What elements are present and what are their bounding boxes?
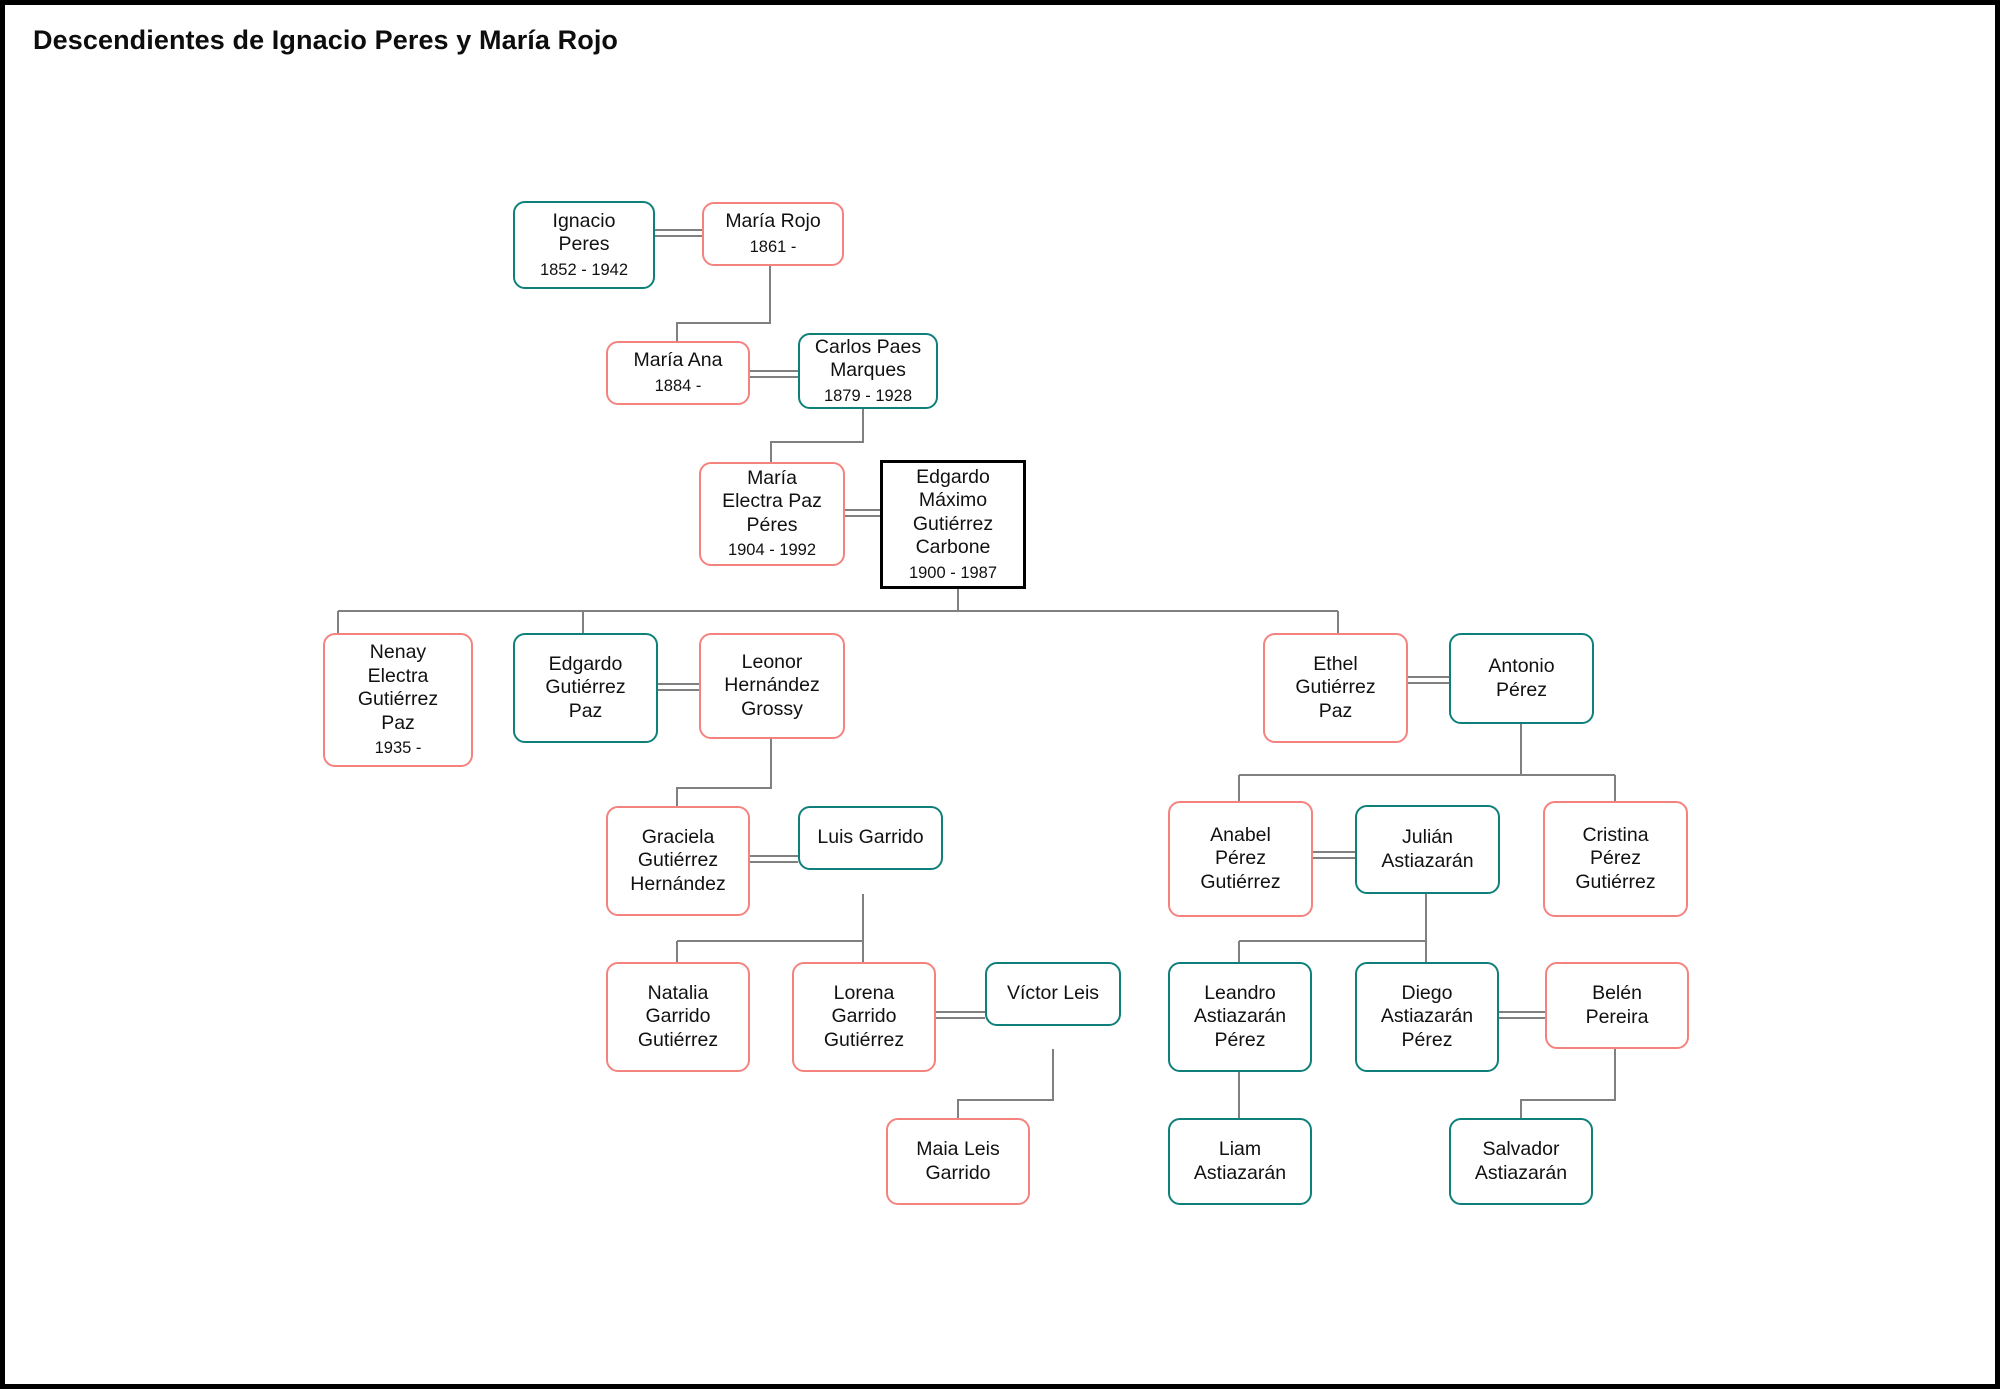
person-name: Cristina Pérez Gutiérrez (1575, 823, 1656, 893)
person-dates: 1884 - (654, 376, 702, 395)
child-link (957, 1049, 1054, 1118)
person-node-leonor-hernandez-grossy[interactable]: Leonor Hernández Grossy (699, 633, 845, 739)
person-dates: 1904 - 1992 (727, 541, 817, 560)
person-name: Belén Pereira (1585, 982, 1649, 1028)
person-node-julian-astiazaran[interactable]: Julián Astiazarán (1355, 805, 1500, 894)
person-name: Natalia Garrido Gutiérrez (637, 981, 719, 1051)
person-name: Nenay Electra Gutiérrez Paz (357, 641, 439, 734)
person-node-salvador-astiazaran[interactable]: Salvador Astiazarán (1449, 1118, 1593, 1205)
person-name: Antonio Pérez (1488, 655, 1555, 701)
person-node-victor-leis[interactable]: Víctor Leis (985, 962, 1121, 1026)
person-node-maia-leis-garrido[interactable]: Maia Leis Garrido (886, 1118, 1030, 1205)
person-node-maria-electra-paz-peres[interactable]: María Electra Paz Péres 1904 - 1992 (699, 462, 845, 566)
person-dates: 1935 - (374, 739, 422, 757)
person-name: Liam Astiazarán (1193, 1138, 1287, 1184)
person-name: Lorena Garrido Gutiérrez (823, 981, 905, 1051)
person-node-leandro-astiazaran-perez[interactable]: Leandro Astiazarán Pérez (1168, 962, 1312, 1072)
person-name: Ethel Gutiérrez Paz (1295, 652, 1376, 722)
person-name: Leonor Hernández Grossy (724, 650, 820, 720)
diagram-canvas: Ignacio Peres 1852 - 1942 María Rojo 186… (5, 5, 1995, 1384)
person-name: Luis Garrido (817, 826, 924, 849)
person-dates: 1900 - 1987 (908, 563, 998, 582)
person-node-antonio-perez[interactable]: Antonio Pérez (1449, 633, 1594, 724)
person-dates: 1861 - (749, 237, 797, 256)
person-name: María Ana (633, 349, 723, 372)
person-node-edgardo-maximo-gutierrez-carbone[interactable]: Edgardo Máximo Gutiérrez Carbone 1900 - … (880, 460, 1026, 589)
person-node-natalia-garrido-gutierrez[interactable]: Natalia Garrido Gutiérrez (606, 962, 750, 1072)
person-node-graciela-gutierrez-hernandez[interactable]: Graciela Gutiérrez Hernández (606, 806, 750, 916)
child-link (1520, 1049, 1616, 1118)
person-name: María Rojo (725, 210, 821, 233)
person-name: Diego Astiazarán Pérez (1380, 981, 1474, 1051)
person-dates: 1852 - 1942 (539, 260, 629, 279)
person-node-diego-astiazaran-perez[interactable]: Diego Astiazarán Pérez (1355, 962, 1499, 1072)
person-node-maria-ana[interactable]: María Ana 1884 - (606, 341, 750, 405)
page-title: Descendientes de Ignacio Peres y María R… (33, 25, 619, 55)
person-node-nenay-electra-gutierrez-paz[interactable]: Nenay Electra Gutiérrez Paz 1935 - (323, 633, 473, 767)
person-name: María Electra Paz Péres (722, 466, 822, 536)
person-node-luis-garrido[interactable]: Luis Garrido (798, 806, 943, 870)
person-name: Maia Leis Garrido (916, 1138, 1000, 1184)
person-node-lorena-garrido-gutierrez[interactable]: Lorena Garrido Gutiérrez (792, 962, 936, 1072)
person-name: Víctor Leis (1006, 982, 1100, 1005)
person-node-ignacio-peres[interactable]: Ignacio Peres 1852 - 1942 (513, 201, 655, 289)
person-name: Ignacio Peres (552, 209, 616, 256)
person-node-liam-astiazaran[interactable]: Liam Astiazarán (1168, 1118, 1312, 1205)
person-name: Salvador Astiazarán (1474, 1138, 1568, 1184)
person-dates: 1879 - 1928 (823, 386, 913, 405)
child-link (676, 266, 771, 341)
person-name: Leandro Astiazarán Pérez (1193, 981, 1287, 1051)
person-name: Edgardo Máximo Gutiérrez Carbone (912, 465, 994, 559)
person-name: Julián Astiazarán (1381, 826, 1474, 872)
person-node-cristina-perez-gutierrez[interactable]: Cristina Pérez Gutiérrez (1543, 801, 1688, 917)
child-link (770, 409, 864, 462)
person-name: Carlos Paes Marques (814, 335, 922, 382)
person-node-edgardo-gutierrez-paz[interactable]: Edgardo Gutiérrez Paz (513, 633, 658, 743)
person-node-belen-pereira[interactable]: Belén Pereira (1545, 962, 1689, 1049)
person-node-carlos-paes-marques[interactable]: Carlos Paes Marques 1879 - 1928 (798, 333, 938, 409)
child-link (676, 739, 772, 806)
person-name: Anabel Pérez Gutiérrez (1200, 823, 1281, 893)
person-name: Edgardo Gutiérrez Paz (545, 652, 626, 722)
person-node-maria-rojo[interactable]: María Rojo 1861 - (702, 202, 844, 266)
person-node-ethel-gutierrez-paz[interactable]: Ethel Gutiérrez Paz (1263, 633, 1408, 743)
person-name: Graciela Gutiérrez Hernández (630, 825, 726, 895)
person-node-anabel-perez-gutierrez[interactable]: Anabel Pérez Gutiérrez (1168, 801, 1313, 917)
